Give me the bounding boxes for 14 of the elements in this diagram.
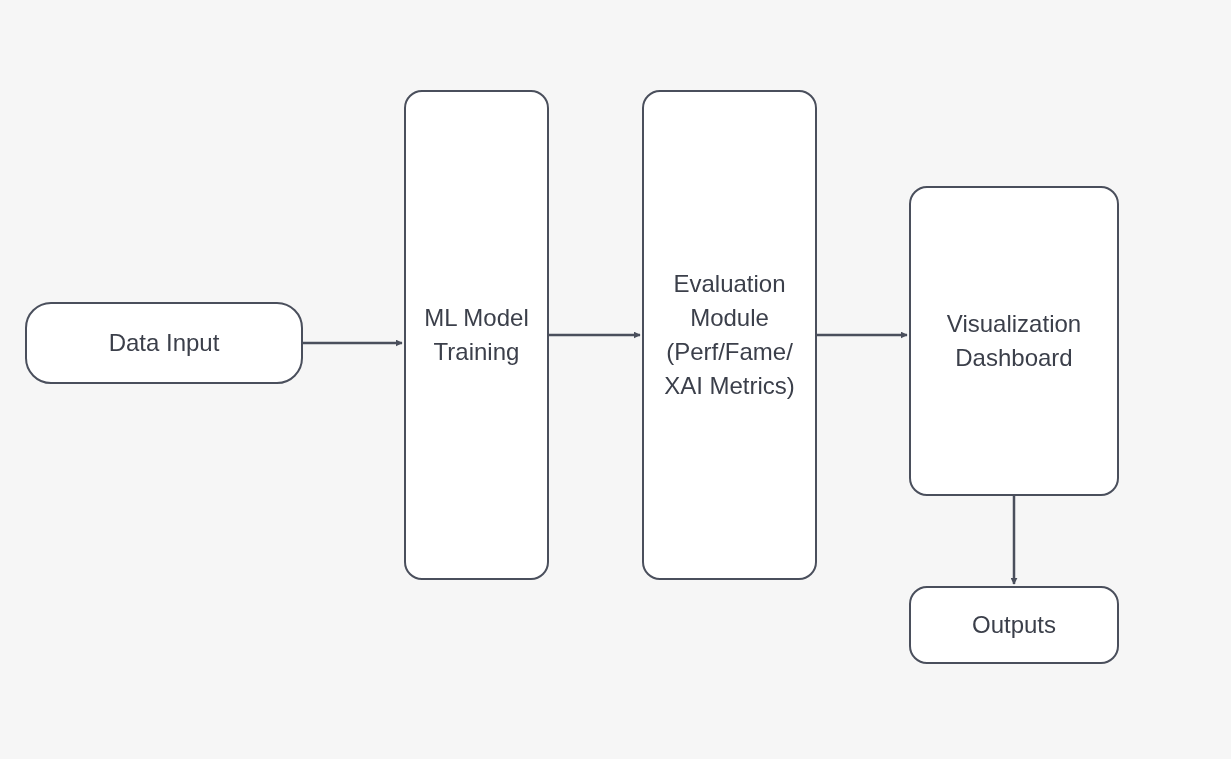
box-label: Evaluation Module (Perf/Fame/ XAI Metrics) — [663, 269, 796, 401]
box-label: ML Model Training — [423, 303, 530, 367]
process-box — [404, 90, 549, 580]
arrow — [303, 339, 403, 347]
box-label: Outputs — [970, 610, 1057, 640]
process-box — [909, 186, 1119, 496]
box-label: Data Input — [107, 328, 221, 358]
arrow — [1010, 496, 1018, 585]
arrow — [817, 331, 908, 339]
process-box — [25, 302, 303, 384]
process-box — [909, 586, 1119, 664]
arrow — [549, 331, 641, 339]
box-label: Visualization Dashboard — [945, 309, 1083, 373]
process-box — [642, 90, 817, 580]
